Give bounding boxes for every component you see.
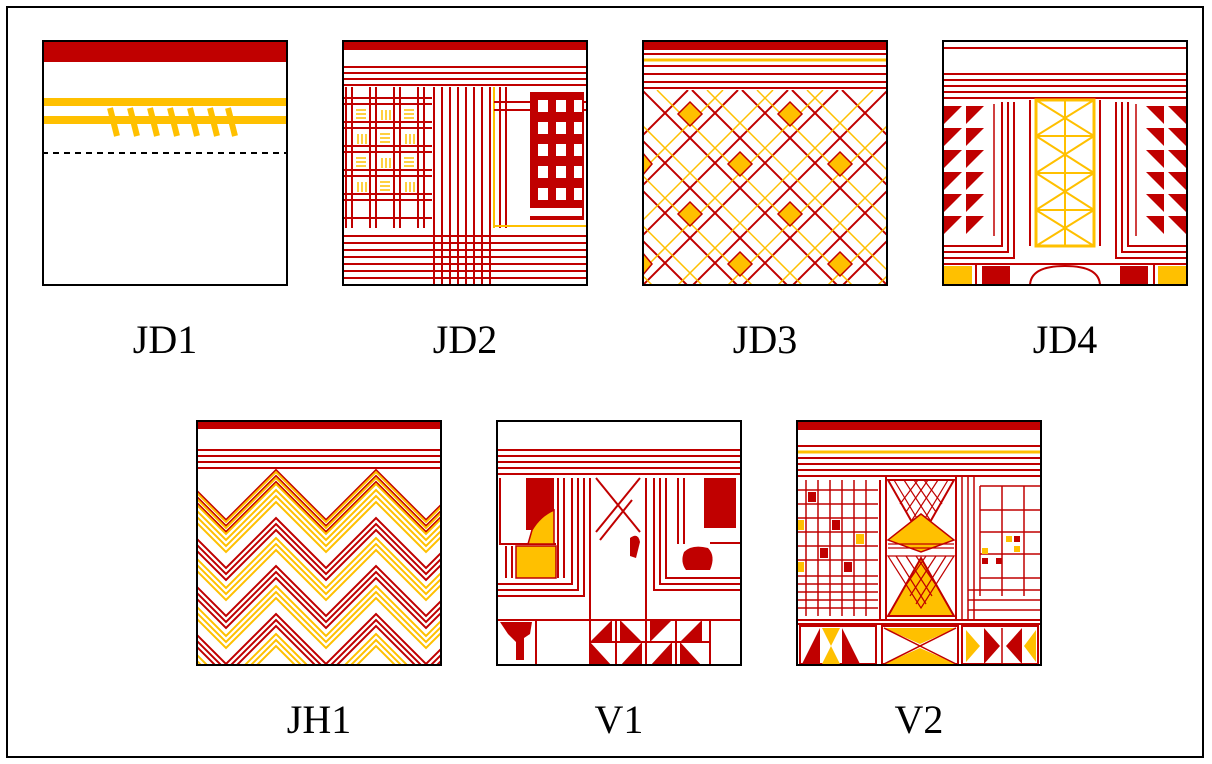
- pattern-jd4-svg: [942, 40, 1188, 286]
- pattern-jd3-svg: [642, 40, 888, 286]
- pattern-panel-jd4: [942, 40, 1188, 286]
- panel-label-v2: V2: [796, 698, 1042, 742]
- panel-label-jd2: JD2: [342, 318, 588, 362]
- pattern-panel-v1: [496, 420, 742, 666]
- pattern-panel-jd3: [642, 40, 888, 286]
- pattern-panel-jd1: [42, 40, 288, 286]
- panel-label-jd1: JD1: [42, 318, 288, 362]
- pattern-jd2-svg: [342, 40, 588, 286]
- panel-label-jd3: JD3: [642, 318, 888, 362]
- pattern-panel-v2: [796, 420, 1042, 666]
- pattern-jd1-svg: [42, 40, 288, 286]
- pattern-v2-svg: [796, 420, 1042, 666]
- pattern-jh1-svg: [196, 420, 442, 666]
- panel-label-jd4: JD4: [942, 318, 1188, 362]
- panel-label-v1: V1: [496, 698, 742, 742]
- pattern-panel-jd2: [342, 40, 588, 286]
- pattern-v1-svg: [496, 420, 742, 666]
- pattern-panel-jh1: [196, 420, 442, 666]
- panel-label-jh1: JH1: [196, 698, 442, 742]
